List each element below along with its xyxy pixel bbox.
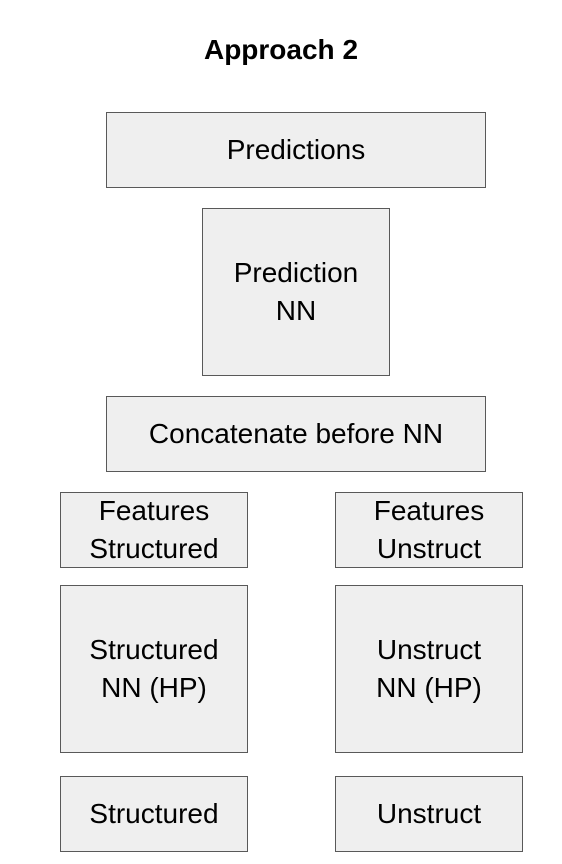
unstruct-input-box: Unstruct (335, 776, 523, 852)
diagram-title: Approach 2 (203, 34, 359, 65)
structured-nn-box: Structured NN (HP) (60, 585, 248, 753)
concatenate-box: Concatenate before NN (106, 396, 486, 472)
structured-input-box: Structured (60, 776, 248, 852)
predictions-box: Predictions (106, 112, 486, 188)
features-structured-box: Features Structured (60, 492, 248, 568)
features-unstruct-box: Features Unstruct (335, 492, 523, 568)
prediction-nn-box: Prediction NN (202, 208, 390, 376)
unstruct-nn-box: Unstruct NN (HP) (335, 585, 523, 753)
